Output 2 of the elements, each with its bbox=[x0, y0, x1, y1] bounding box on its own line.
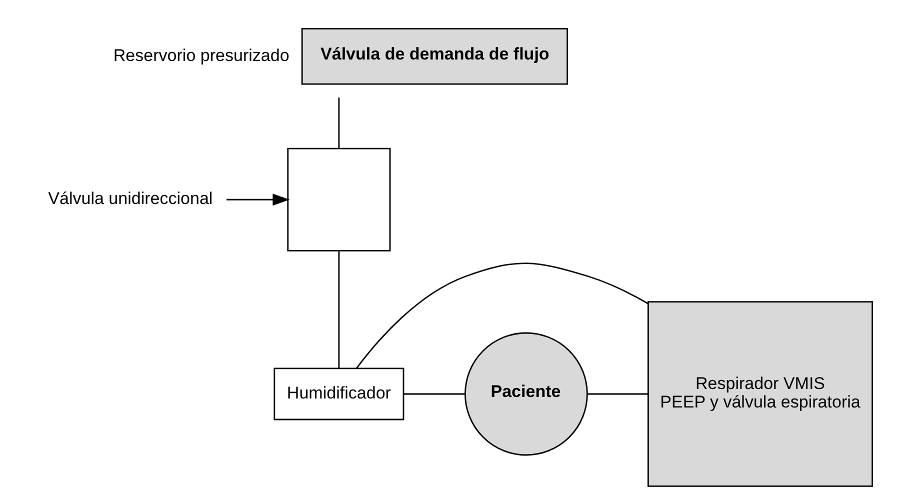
node-text: Válvula unidireccional bbox=[48, 189, 212, 208]
node-label: Reservorio presurizado bbox=[112, 46, 289, 65]
